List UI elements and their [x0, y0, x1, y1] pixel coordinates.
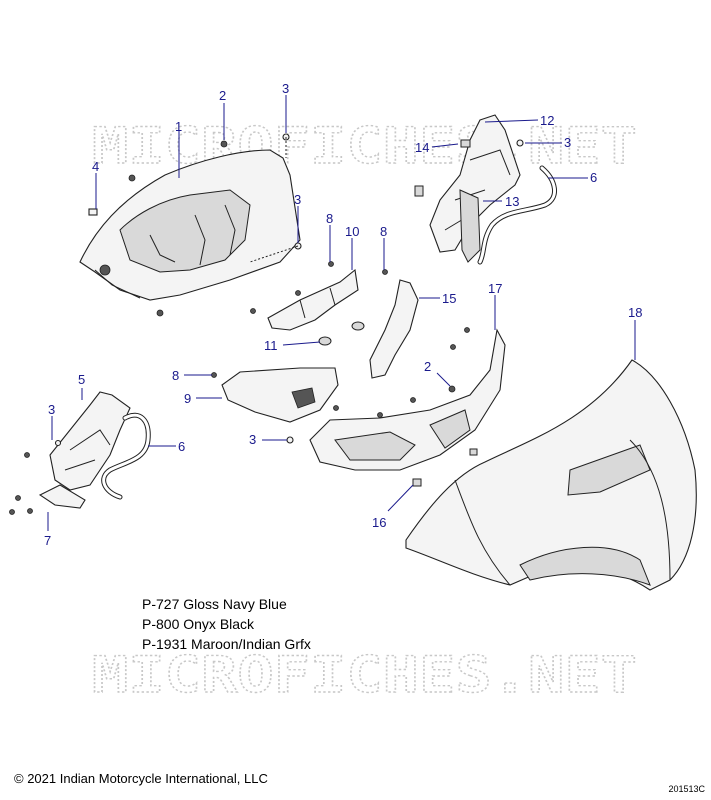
part-4-clip: [88, 208, 98, 216]
callout-16: 16: [372, 515, 386, 530]
callout-9: 9: [184, 391, 191, 406]
watermark-bottom: MICROFICHES.NET: [92, 646, 637, 704]
paint-code-3: P-1931 Maroon/Indian Grfx: [142, 636, 311, 652]
part-16-clip: [412, 478, 422, 487]
callout-3-duct: 3: [249, 432, 256, 447]
part-18-outer-fairing: [405, 359, 697, 591]
copyright-notice: © 2021 Indian Motorcycle International, …: [14, 771, 268, 786]
callout-3-bracket: 3: [564, 135, 571, 150]
part-15-bracket: [369, 279, 419, 379]
part-12-bracket: [414, 114, 521, 263]
part-17-headlight-surround: [309, 327, 506, 471]
part-11-grommet: [318, 336, 332, 346]
callout-3-top: 3: [282, 81, 289, 96]
callout-3-left: 3: [48, 402, 55, 417]
part-11-grommet-b: [351, 321, 365, 331]
diagram-code: 201513C: [668, 784, 705, 794]
watermark-top: MICROFICHES.NET: [92, 117, 637, 175]
part-2-nut-mid: [448, 385, 456, 393]
paint-code-1: P-727 Gloss Navy Blue: [142, 596, 287, 612]
part-1-inner-fairing: [79, 149, 301, 317]
part-2-nut-top: [220, 140, 228, 148]
part-9-duct: [211, 367, 339, 423]
part-8-screw-a: [328, 261, 334, 267]
callout-10: 10: [345, 224, 359, 239]
callout-11: 11: [264, 338, 278, 353]
part-7-bracket: [9, 484, 86, 515]
callout-8-b: 8: [380, 224, 387, 239]
callout-2-mid: 2: [424, 359, 431, 374]
callout-12: 12: [540, 113, 554, 128]
part-3-screw-duct: [286, 436, 294, 444]
callout-3-fairing: 3: [294, 192, 301, 207]
callout-8-a: 8: [326, 211, 333, 226]
callout-15: 15: [442, 291, 456, 306]
callout-2-top: 2: [219, 88, 226, 103]
callout-18: 18: [628, 305, 642, 320]
part-10-bracket: [250, 268, 359, 331]
callout-17: 17: [488, 281, 502, 296]
callout-6-left: 6: [178, 439, 185, 454]
callout-5: 5: [78, 372, 85, 387]
callout-4: 4: [92, 159, 99, 174]
part-8-screw-b: [382, 269, 388, 275]
callout-1: 1: [175, 119, 182, 134]
callout-14: 14: [415, 140, 429, 155]
paint-code-2: P-800 Onyx Black: [142, 616, 255, 632]
callout-7: 7: [44, 533, 51, 548]
part-5-bracket: [24, 391, 131, 491]
callout-13: 13: [505, 194, 519, 209]
part-14-pad: [460, 139, 471, 148]
callout-6-right: 6: [590, 170, 597, 185]
part-3-screw-bracket: [516, 139, 524, 147]
callout-8-c: 8: [172, 368, 179, 383]
